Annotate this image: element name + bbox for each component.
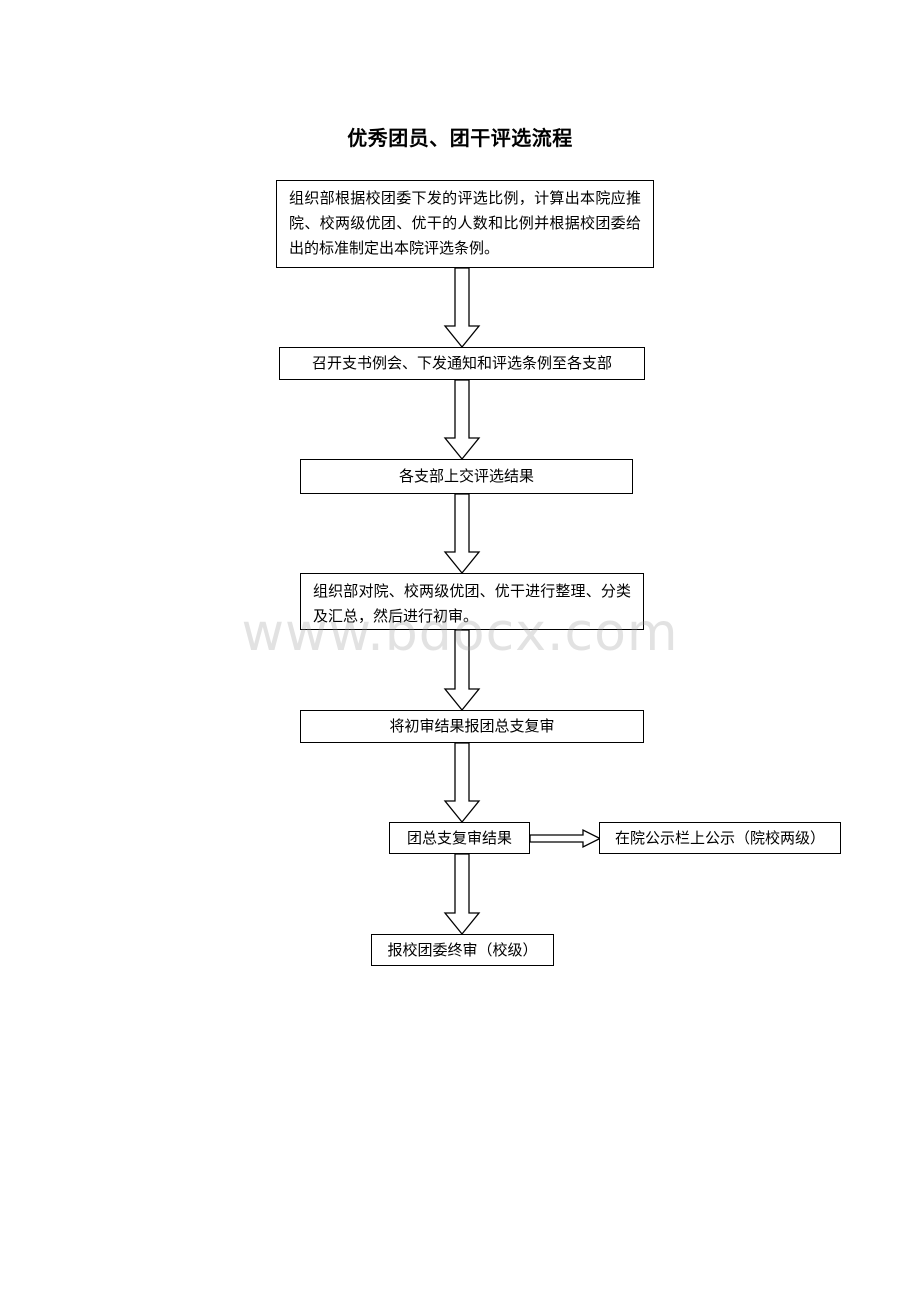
- down-arrow-6: [443, 853, 481, 936]
- step-3-box: 各支部上交评选结果: [300, 459, 633, 494]
- step-5-text: 将初审结果报团总支复审: [389, 717, 555, 735]
- step-7-box: 报校团委终审（校级）: [371, 934, 554, 966]
- down-arrow-2: [443, 379, 481, 461]
- step-6-box: 团总支复审结果: [389, 822, 530, 854]
- step-7-text: 报校团委终审（校级）: [387, 940, 538, 959]
- page-title: 优秀团员、团干评选流程: [347, 126, 573, 150]
- side-publicity-text: 在院公示栏上公示（院校两级）: [614, 828, 825, 847]
- side-publicity-box: 在院公示栏上公示（院校两级）: [599, 822, 841, 854]
- step-4-text: 组织部对院、校两级优团、优干进行整理、分类及汇总，然后进行初审。: [313, 582, 631, 625]
- step-5-box: 将初审结果报团总支复审: [300, 710, 644, 743]
- step-3-text: 各支部上交评选结果: [398, 467, 534, 485]
- down-arrow-1: [443, 267, 481, 349]
- right-arrow: [529, 828, 602, 849]
- down-arrow-5: [443, 742, 481, 824]
- step-2-text: 召开支书例会、下发通知和评选条例至各支部: [311, 354, 612, 372]
- step-6-text: 团总支复审结果: [406, 828, 512, 847]
- step-1-text: 组织部根据校团委下发的评选比例，计算出本院应推院、校两级优团、优干的人数和比例并…: [289, 189, 641, 257]
- down-arrow-3: [443, 493, 481, 575]
- step-4-box: 组织部对院、校两级优团、优干进行整理、分类及汇总，然后进行初审。: [300, 573, 644, 630]
- down-arrow-4: [443, 629, 481, 712]
- step-1-box: 组织部根据校团委下发的评选比例，计算出本院应推院、校两级优团、优干的人数和比例并…: [276, 180, 654, 268]
- step-2-box: 召开支书例会、下发通知和评选条例至各支部: [279, 347, 645, 380]
